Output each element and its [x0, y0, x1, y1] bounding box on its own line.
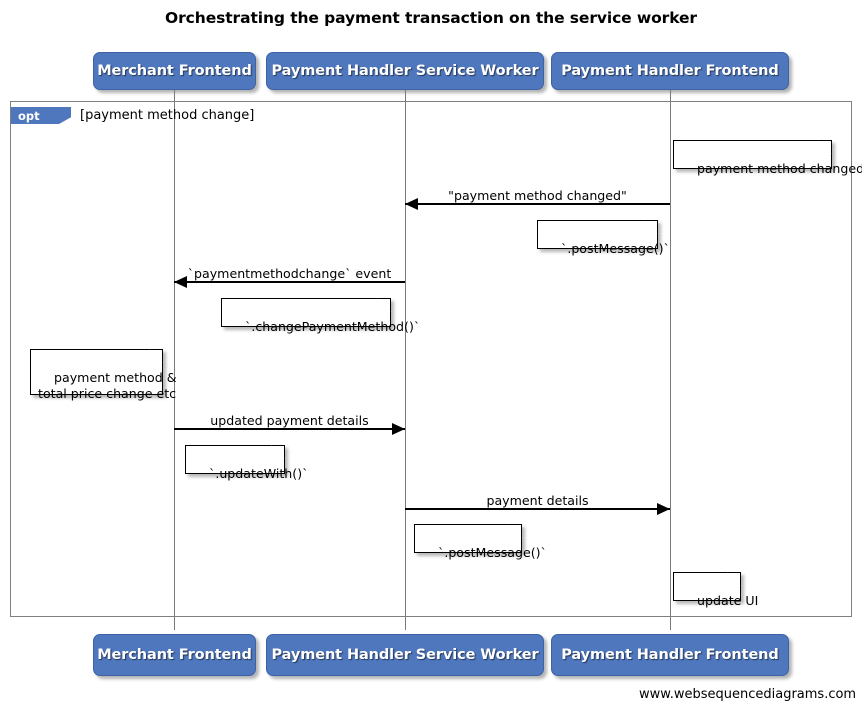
note-post-message-1: `.postMessage()` — [537, 220, 670, 256]
lifeline-payment-handler-service-worker — [405, 90, 406, 630]
actor-box-bottom-payment-handler-frontend[interactable]: Payment Handler Frontend — [551, 634, 789, 676]
page-title: Orchestrating the payment transaction on… — [165, 9, 697, 27]
note-text: `.postMessage()` — [561, 241, 670, 256]
message-arrowhead-4 — [657, 503, 670, 515]
lifeline-merchant-frontend — [174, 90, 175, 630]
actor-box-bottom-merchant-frontend[interactable]: Merchant Frontend — [93, 634, 256, 676]
opt-fragment-keyword: opt — [18, 108, 40, 123]
message-line-4 — [405, 508, 670, 510]
note-change-payment-method: `.changePaymentMethod()` — [221, 298, 420, 334]
note-text: `.updateWith()` — [209, 466, 309, 481]
lifeline-payment-handler-frontend — [670, 90, 671, 630]
message-arrowhead-3 — [392, 423, 405, 435]
opt-fragment-guard: [payment method change] — [80, 108, 255, 123]
actor-box-top-payment-handler-service-worker[interactable]: Payment Handler Service Worker — [266, 52, 544, 90]
message-line-3 — [174, 428, 405, 430]
actor-label: Payment Handler Service Worker — [271, 647, 539, 663]
note-fold-icon — [377, 298, 391, 312]
note-fold-icon — [149, 349, 163, 363]
actor-label: Merchant Frontend — [97, 647, 252, 663]
message-line-2 — [174, 281, 405, 283]
note-payment-method-and-total-price-change: payment method & total price change etc — [30, 349, 177, 401]
note-fold-icon — [271, 445, 285, 459]
note-fold-icon — [644, 220, 658, 234]
message-arrowhead-1 — [405, 198, 418, 210]
message-label-payment-details: payment details — [486, 493, 589, 508]
note-text: update UI — [697, 593, 759, 608]
actor-label: Payment Handler Frontend — [561, 63, 779, 79]
note-post-message-2: `.postMessage()` — [414, 524, 547, 560]
note-update-ui: update UI — [673, 572, 758, 608]
actor-box-bottom-payment-handler-service-worker[interactable]: Payment Handler Service Worker — [266, 634, 544, 676]
note-fold-icon — [818, 140, 832, 154]
actor-label: Payment Handler Service Worker — [271, 63, 539, 79]
note-text: payment method changed — [697, 161, 862, 176]
note-text: payment method & total price change etc — [38, 370, 177, 401]
message-label-updated-payment-details: updated payment details — [210, 413, 369, 428]
message-arrowhead-2 — [174, 276, 187, 288]
message-label-paymentmethodchange-event: `paymentmethodchange` event — [187, 266, 392, 281]
note-fold-icon — [727, 572, 741, 586]
message-label-payment-method-changed: "payment method changed" — [448, 188, 627, 203]
actor-label: Merchant Frontend — [97, 63, 252, 79]
note-fold-icon — [508, 524, 522, 538]
opt-fragment-frame — [10, 101, 852, 617]
note-text: `.changePaymentMethod()` — [245, 319, 421, 334]
opt-fragment-tab: opt — [11, 107, 71, 124]
note-payment-method-changed: payment method changed — [673, 140, 862, 176]
actor-box-top-payment-handler-frontend[interactable]: Payment Handler Frontend — [551, 52, 789, 90]
message-line-1 — [405, 203, 670, 205]
note-update-with: `.updateWith()` — [185, 445, 308, 481]
actor-box-top-merchant-frontend[interactable]: Merchant Frontend — [93, 52, 256, 90]
footer-watermark: www.websequencediagrams.com — [639, 687, 857, 702]
note-text: `.postMessage()` — [438, 545, 547, 560]
actor-label: Payment Handler Frontend — [561, 647, 779, 663]
